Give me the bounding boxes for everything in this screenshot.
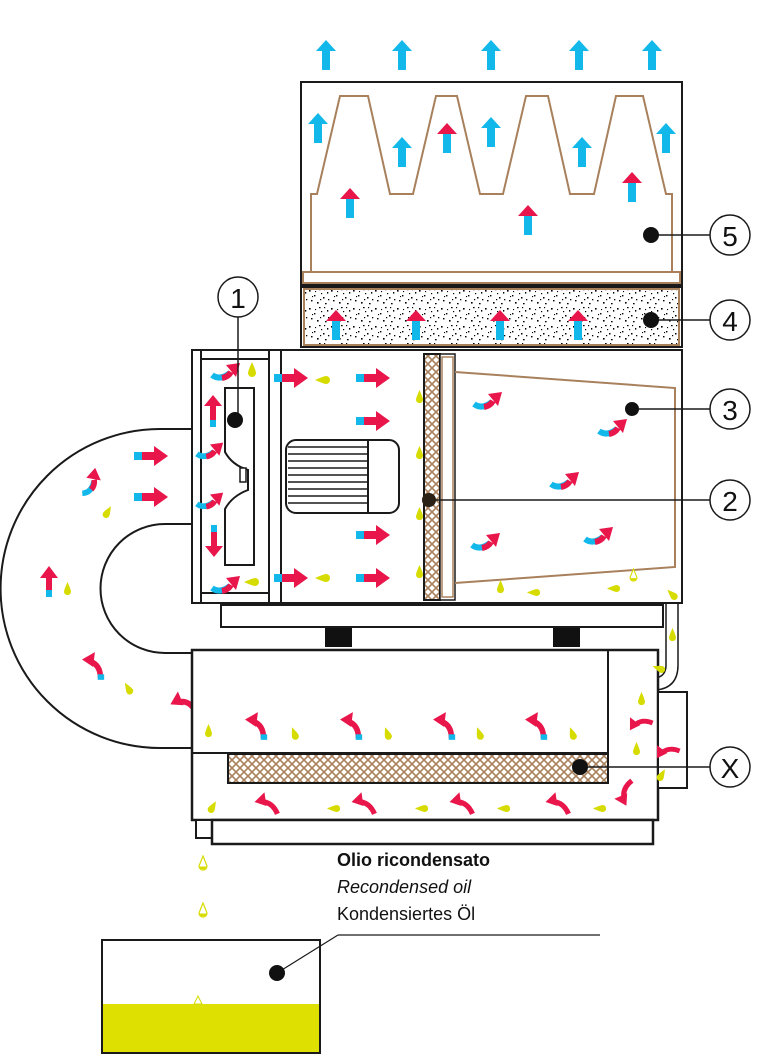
legend-english: Recondensed oil	[337, 877, 472, 897]
return-duct	[0, 428, 212, 749]
condensation-chamber	[190, 648, 688, 846]
callout-label-3: 3	[722, 395, 738, 426]
oil-collection	[101, 855, 321, 1054]
callout-label-4: 4	[722, 306, 738, 337]
callout-label-5: 5	[722, 221, 738, 252]
bag-filter	[454, 371, 676, 584]
fan-impeller	[224, 387, 255, 566]
legend-italian: Olio ricondensato	[337, 850, 490, 870]
callout-label-2: 2	[722, 486, 738, 517]
callout-3: 3	[709, 388, 751, 430]
recondensed-oil-legend: Olio ricondensato Recondensed oil Konden…	[337, 850, 490, 924]
callout-label-1: 1	[230, 283, 246, 314]
callout-4: 4	[709, 299, 751, 341]
pleated-filter-element	[310, 95, 673, 272]
exhaust-airflow-arrows	[316, 40, 662, 70]
main-housing	[191, 349, 683, 604]
callout-dot-oil	[269, 965, 285, 981]
callout-dot-4	[643, 312, 659, 328]
callout-2: 2	[709, 479, 751, 521]
callout-dot-5	[643, 227, 659, 243]
callout-dot-3	[625, 402, 639, 416]
fine-filter-stage	[300, 286, 683, 348]
callout-1: 1	[217, 276, 259, 318]
legend-german: Kondensiertes Öl	[337, 904, 475, 924]
callout-dot-2	[422, 493, 436, 507]
absolute-filter-housing	[300, 81, 683, 286]
motor	[285, 439, 400, 514]
callout-x: X	[709, 746, 751, 788]
callout-label-x: X	[721, 753, 740, 784]
callout-dot-x	[572, 759, 588, 775]
internal-airflow-arrows	[197, 363, 627, 591]
callout-bubbles: 1 2 3 4 5 X	[217, 214, 751, 788]
callout-dot-1	[227, 412, 243, 428]
condensation-filter-mesh	[227, 753, 609, 784]
callout-leaders	[227, 227, 710, 981]
pre-filter	[423, 353, 441, 601]
callout-5: 5	[709, 214, 751, 256]
recondensed-oil-level	[103, 1004, 319, 1052]
